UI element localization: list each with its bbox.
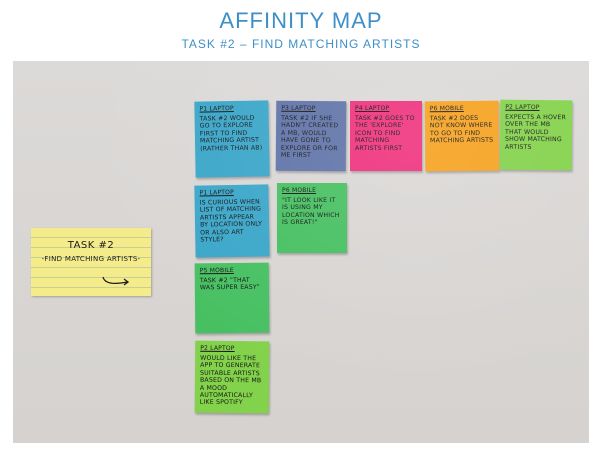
note-label: P2 LAPTOP bbox=[505, 103, 540, 112]
note-label: P3 LAPTOP bbox=[281, 104, 316, 113]
note-text: TASK #2 IF SHE HADN'T CREATED A MB, WOUL… bbox=[280, 114, 339, 160]
note-text: TASK #2 "THAT WAS SUPER EASY" bbox=[199, 276, 260, 292]
note-label: P5 MOBILE bbox=[199, 266, 234, 275]
note-label: P6 MOBILE bbox=[429, 104, 464, 113]
note-text: WOULD LIKE THE APP TO GENERATE SUITABLE … bbox=[199, 354, 262, 407]
sticky-note: P2 LAPTOP WOULD LIKE THE APP TO GENERATE… bbox=[194, 340, 270, 414]
note-label: P1 LAPTOP bbox=[199, 104, 234, 113]
note-label: P1 LAPTOP bbox=[199, 188, 234, 197]
page-subtitle: TASK #2 – FIND MATCHING ARTISTS bbox=[181, 37, 421, 51]
note-label: P2 LAPTOP bbox=[200, 344, 235, 353]
sticky-note: P1 LAPTOP IS CURIOUS WHEN LIST OF MATCHI… bbox=[194, 184, 270, 258]
sticky-note: P6 MOBILE TASK #2 DOES NOT KNOW WHERE TO… bbox=[424, 100, 500, 172]
index-card-title: TASK #2 bbox=[67, 240, 115, 251]
wall-photo: TASK #2 -FIND MATCHING ARTISTS- P1 LAPTO… bbox=[13, 61, 589, 443]
sticky-note: P2 LAPTOP EXPECTS A HOVER OVER THE MB TH… bbox=[499, 99, 573, 171]
note-label: P4 LAPTOP bbox=[355, 105, 390, 112]
arrow-icon bbox=[102, 276, 130, 286]
sticky-note: P4 LAPTOP TASK #2 GOES TO THE 'EXPLORE' … bbox=[350, 101, 422, 171]
note-text: IS CURIOUS WHEN LIST OF MATCHING ARTISTS… bbox=[199, 198, 263, 244]
page-title: AFFINITY MAP bbox=[219, 8, 383, 33]
sticky-note: P3 LAPTOP TASK #2 IF SHE HADN'T CREATED … bbox=[275, 100, 347, 172]
index-card-subtitle: -FIND MATCHING ARTISTS- bbox=[41, 255, 141, 263]
header: AFFINITY MAP TASK #2 – FIND MATCHING ART… bbox=[0, 0, 602, 60]
task-index-card: TASK #2 -FIND MATCHING ARTISTS- bbox=[31, 228, 151, 296]
note-label: P6 MOBILE bbox=[282, 187, 317, 194]
note-text: TASK #2 DOES NOT KNOW WHERE TO GO TO FIN… bbox=[429, 114, 494, 145]
sticky-note: P6 MOBILE "IT LOOK LIKE IT IS USING MY L… bbox=[277, 183, 347, 253]
note-text: TASK #2 WOULD GO TO EXPLORE FIRST TO FIN… bbox=[199, 114, 263, 153]
note-text: "IT LOOK LIKE IT IS USING MY LOCATION WH… bbox=[282, 197, 340, 227]
sticky-note: P1 LAPTOP TASK #2 WOULD GO TO EXPLORE FI… bbox=[194, 100, 270, 178]
note-text: EXPECTS A HOVER OVER THE MB THAT WOULD S… bbox=[504, 113, 567, 151]
sticky-note: P5 MOBILE TASK #2 "THAT WAS SUPER EASY" bbox=[194, 262, 270, 334]
note-text: TASK #2 GOES TO THE 'EXPLORE' ICON TO FI… bbox=[355, 115, 415, 152]
